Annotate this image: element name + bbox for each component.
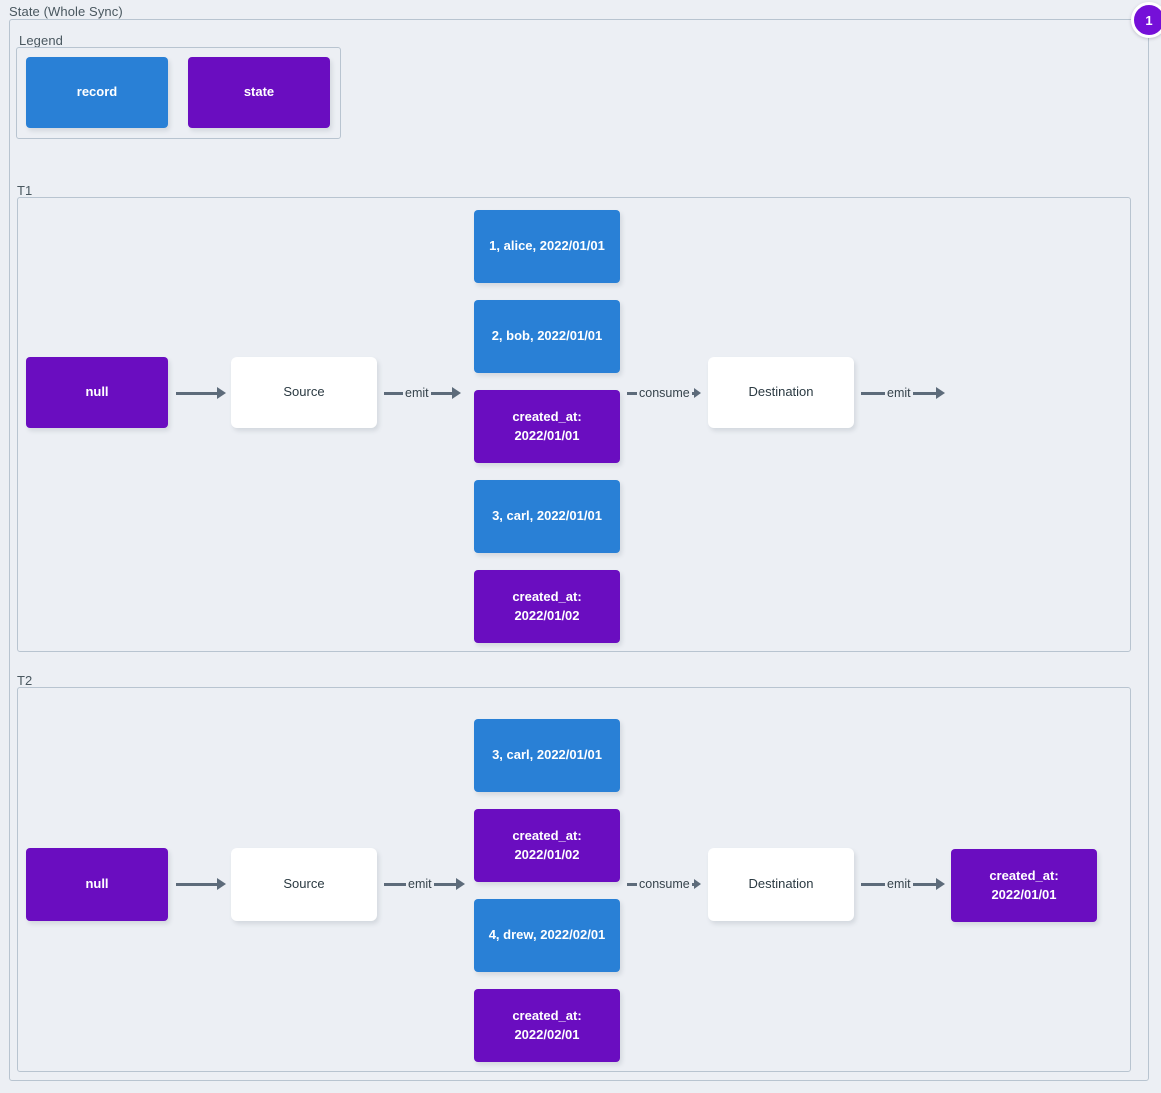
t2-initial-state-node: null — [26, 848, 168, 921]
t2-emitted-1: created_at: 2022/01/02 — [474, 809, 620, 882]
t1-source-node: Source — [231, 357, 377, 428]
t2-emitted-3-label: created_at: 2022/02/01 — [512, 1007, 582, 1042]
section-t1-label: T1 — [17, 183, 33, 198]
t2-source-label: Source — [283, 876, 325, 892]
t1-destination-node: Destination — [708, 357, 854, 428]
t1-emitted-3: 3, carl, 2022/01/01 — [474, 480, 620, 553]
t2-source-node: Source — [231, 848, 377, 921]
legend-swatch-record: record — [26, 57, 168, 128]
t1-source-label: Source — [283, 384, 325, 400]
t2-emitted-0-label: 3, carl, 2022/01/01 — [492, 747, 602, 763]
t1-emitted-2-label: created_at: 2022/01/01 — [512, 408, 582, 443]
t2-emitted-0: 3, carl, 2022/01/01 — [474, 719, 620, 792]
t2-initial-state-label: null — [85, 876, 109, 892]
t2-final-state-node: created_at: 2022/01/01 — [951, 849, 1097, 922]
t2-emitted-2-label: 4, drew, 2022/02/01 — [488, 927, 606, 943]
t2-destination-node: Destination — [708, 848, 854, 921]
legend-label: Legend — [19, 33, 63, 48]
t1-emitted-1-label: 2, bob, 2022/01/01 — [491, 328, 603, 344]
t1-emitted-0: 1, alice, 2022/01/01 — [474, 210, 620, 283]
t1-emitted-4: created_at: 2022/01/02 — [474, 570, 620, 643]
t1-emitted-1: 2, bob, 2022/01/01 — [474, 300, 620, 373]
step-badge[interactable]: 1 — [1131, 2, 1161, 38]
t1-destination-label: Destination — [748, 384, 814, 400]
t1-emitted-3-label: 3, carl, 2022/01/01 — [492, 508, 602, 524]
t1-emitted-0-label: 1, alice, 2022/01/01 — [489, 238, 605, 254]
section-t2-label: T2 — [17, 673, 33, 688]
t2-emitted-2: 4, drew, 2022/02/01 — [474, 899, 620, 972]
diagram-title: State (Whole Sync) — [9, 4, 123, 19]
t1-initial-state-node: null — [26, 357, 168, 428]
t1-emitted-4-label: created_at: 2022/01/02 — [512, 588, 582, 623]
legend-swatch-record-label: record — [76, 84, 118, 100]
t2-emitted-1-label: created_at: 2022/01/02 — [512, 827, 582, 862]
t1-emitted-2: created_at: 2022/01/01 — [474, 390, 620, 463]
legend-swatch-state: state — [188, 57, 330, 128]
legend-swatch-state-label: state — [243, 84, 275, 100]
step-badge-label: 1 — [1145, 12, 1153, 28]
t2-destination-label: Destination — [748, 876, 814, 892]
t2-emitted-3: created_at: 2022/02/01 — [474, 989, 620, 1062]
t2-final-state-label: created_at: 2022/01/01 — [989, 867, 1059, 902]
t1-initial-state-label: null — [85, 384, 109, 400]
